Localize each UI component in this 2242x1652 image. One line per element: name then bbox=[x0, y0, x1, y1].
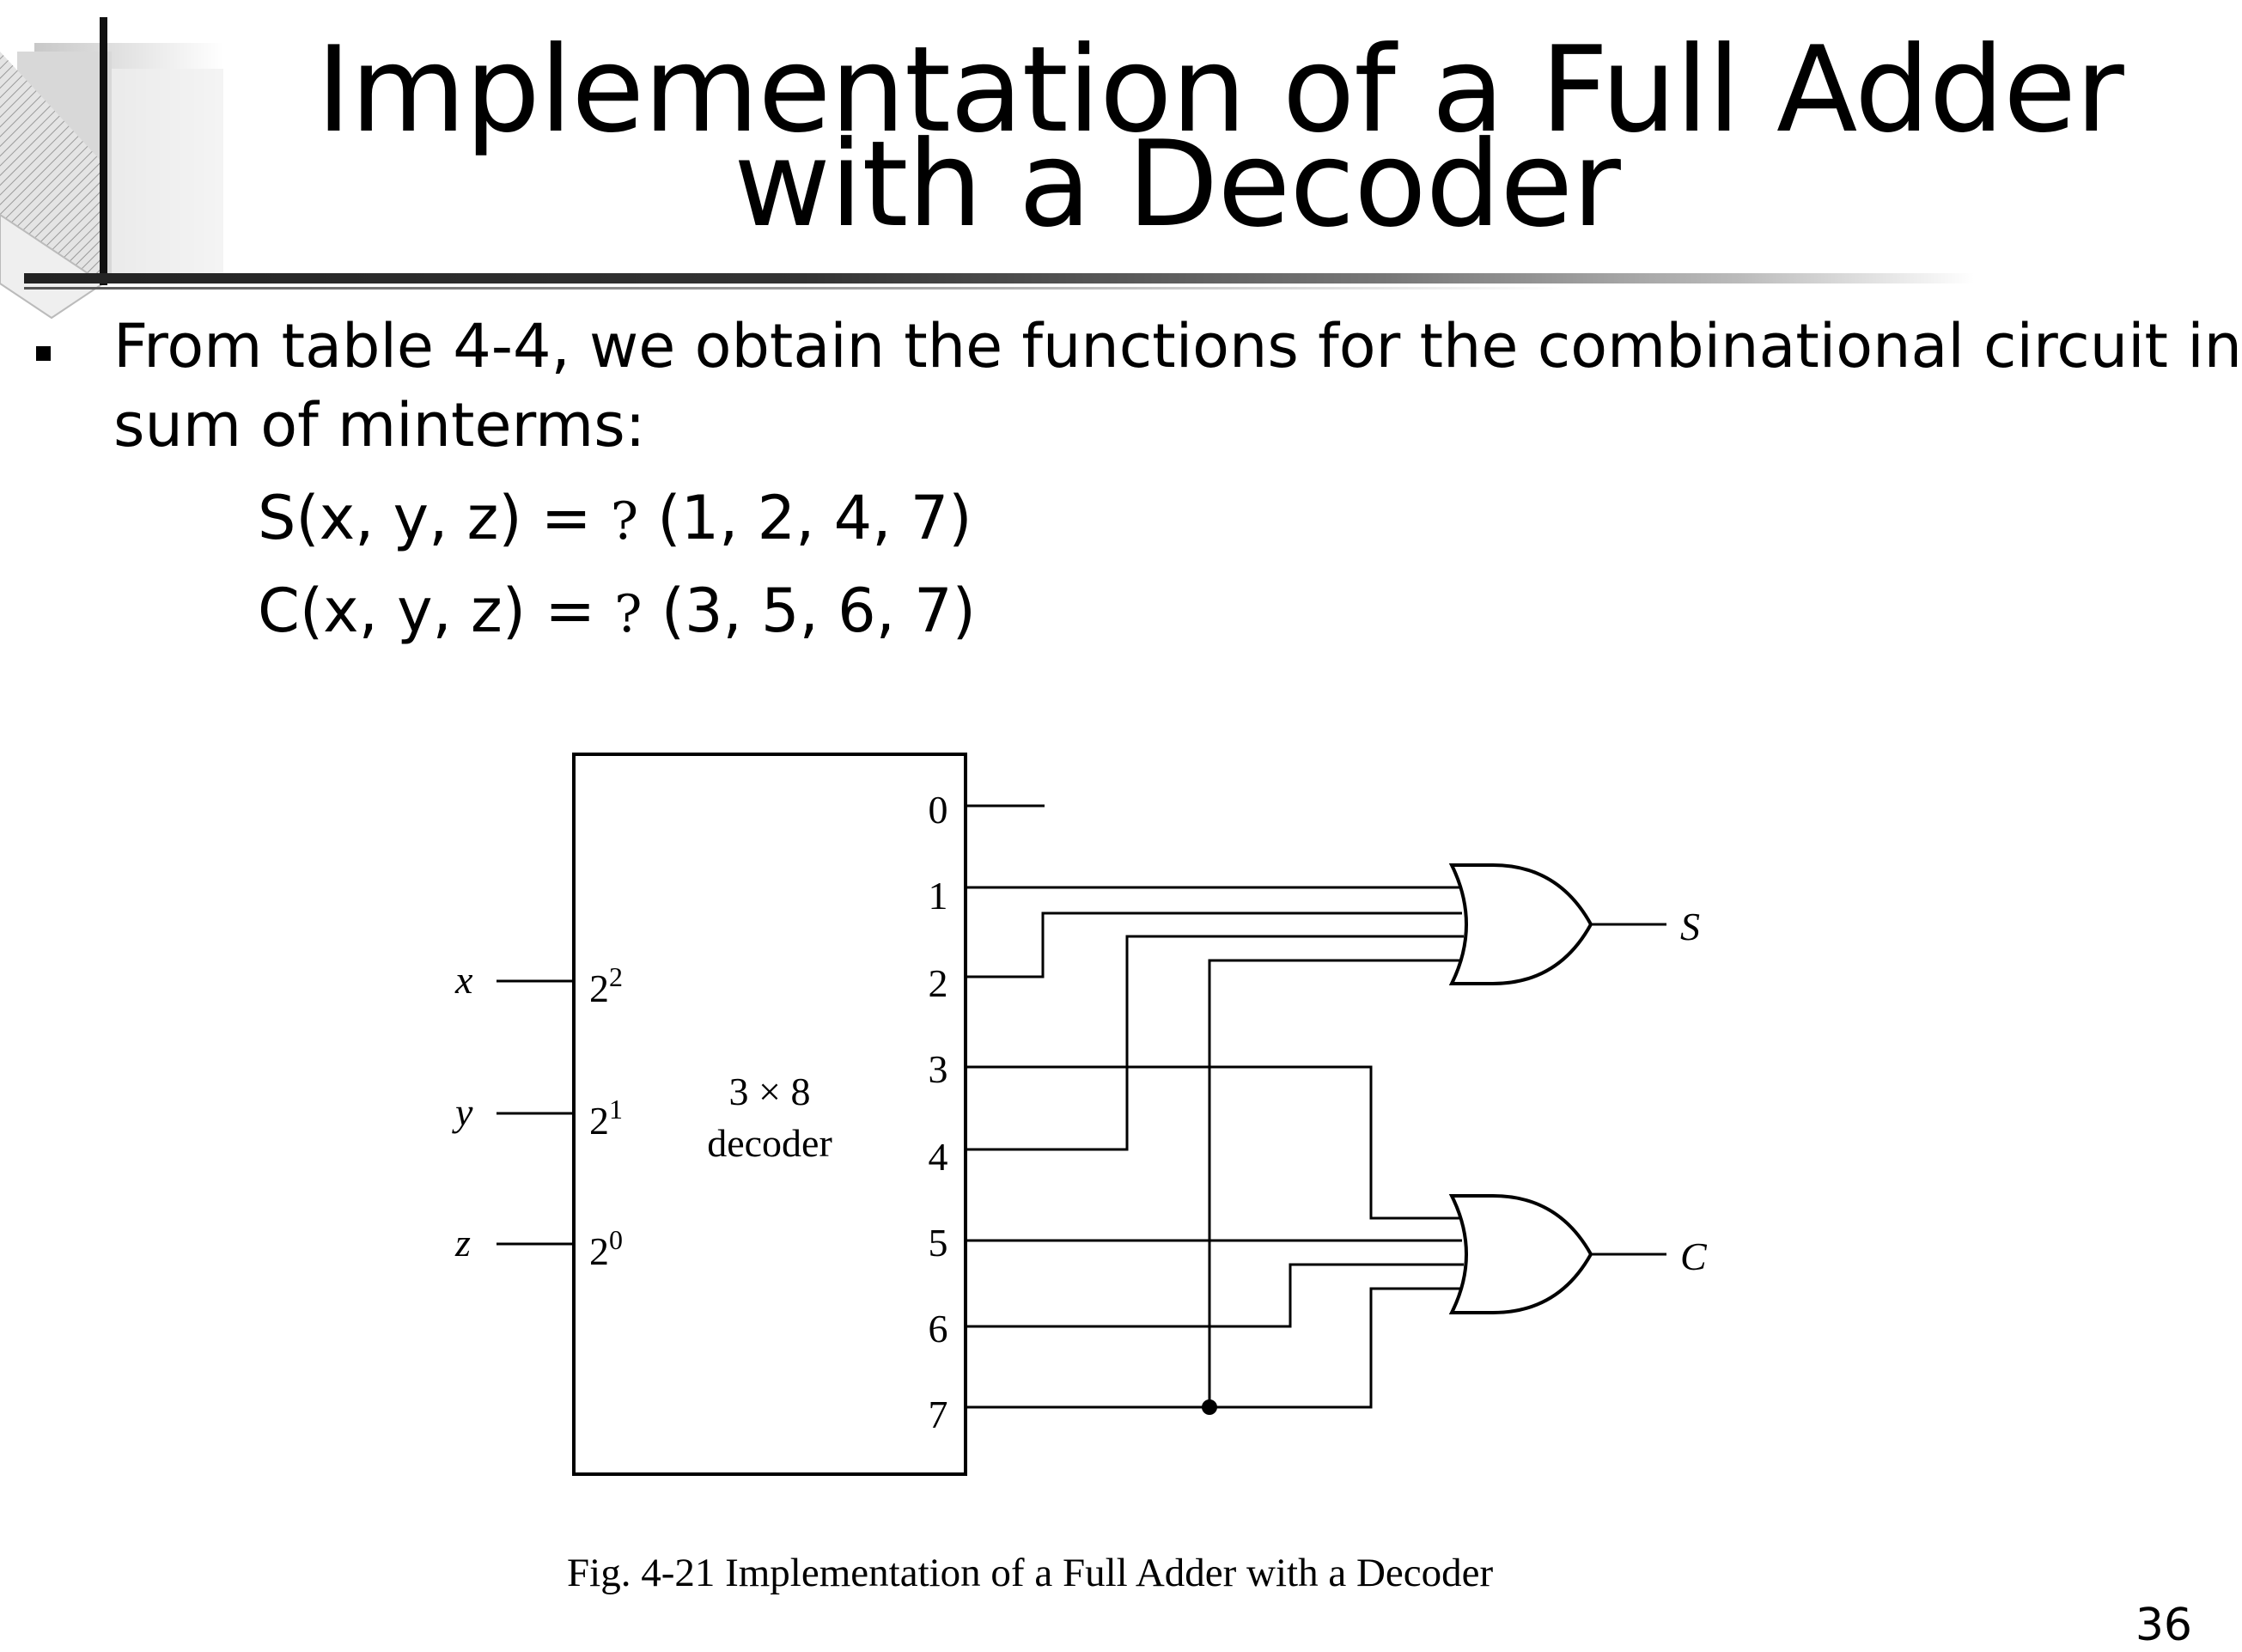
page-number: 36 bbox=[2135, 1600, 2192, 1651]
gate-label-c: C bbox=[1680, 1234, 1708, 1278]
equation-carry-rhs: (3, 5, 6, 7) bbox=[661, 576, 976, 646]
equation-sum-lhs: S(x, y, z) = bbox=[258, 483, 592, 553]
page-title-line-2: with a Decoder bbox=[734, 115, 1621, 253]
bullet-marker bbox=[36, 346, 51, 361]
equation-carry: C(x, y, z) = ? (3, 5, 6, 7) bbox=[258, 581, 976, 641]
input-label-z: z bbox=[454, 1221, 471, 1265]
weight-label-2: 22 bbox=[589, 961, 623, 1010]
junction-dot bbox=[1202, 1399, 1217, 1415]
output-label-1: 1 bbox=[929, 874, 948, 917]
bullet-text-line-2: sum of minterms: bbox=[113, 390, 646, 460]
output-label-6: 6 bbox=[929, 1307, 948, 1350]
wire-out7-c bbox=[966, 1287, 1462, 1409]
output-label-5: 5 bbox=[929, 1221, 948, 1265]
or-gate-c bbox=[1448, 1194, 1593, 1314]
decoder-block bbox=[572, 753, 967, 1476]
bullet-text-line-1: From table 4-4, we obtain the functions … bbox=[113, 311, 2242, 381]
equation-carry-lhs: C(x, y, z) = bbox=[258, 576, 595, 646]
title-underline-secondary bbox=[24, 287, 1570, 290]
figure-caption: Fig. 4-21 Implementation of a Full Adder… bbox=[567, 1551, 1494, 1595]
weight-label-1: 21 bbox=[589, 1094, 623, 1143]
page-title-line-1: Implementation of a Full Adder bbox=[316, 21, 2124, 159]
output-label-0: 0 bbox=[929, 788, 948, 832]
gate-label-s: S bbox=[1680, 905, 1700, 948]
output-label-2: 2 bbox=[929, 961, 948, 1005]
wire-out7-s bbox=[1208, 959, 1462, 1407]
input-label-x: x bbox=[454, 958, 473, 1002]
equation-sum-rhs: (1, 2, 4, 7) bbox=[657, 483, 972, 553]
output-label-4: 4 bbox=[929, 1135, 948, 1179]
output-label-3: 3 bbox=[929, 1047, 948, 1091]
equation-carry-symbol: ? bbox=[614, 584, 643, 644]
title-underline bbox=[24, 273, 1974, 283]
wire-out2-s bbox=[966, 911, 1462, 978]
or-gate-s bbox=[1448, 863, 1593, 985]
wire-out4-s bbox=[966, 935, 1464, 1151]
equation-sum-symbol: ? bbox=[610, 491, 638, 552]
corner-decoration bbox=[0, 43, 223, 320]
weight-label-0: 20 bbox=[589, 1224, 623, 1273]
decoder-label-size: 3 × 8 bbox=[729, 1070, 811, 1113]
equation-sum: S(x, y, z) = ? (1, 2, 4, 7) bbox=[258, 488, 972, 548]
input-label-y: y bbox=[452, 1090, 473, 1134]
wire-out3-c bbox=[966, 1065, 1460, 1220]
decoder-label-name: decoder bbox=[707, 1121, 832, 1165]
title-vertical-bar bbox=[100, 17, 107, 285]
output-label-7: 7 bbox=[929, 1393, 948, 1436]
wire-out6-c bbox=[966, 1263, 1464, 1328]
